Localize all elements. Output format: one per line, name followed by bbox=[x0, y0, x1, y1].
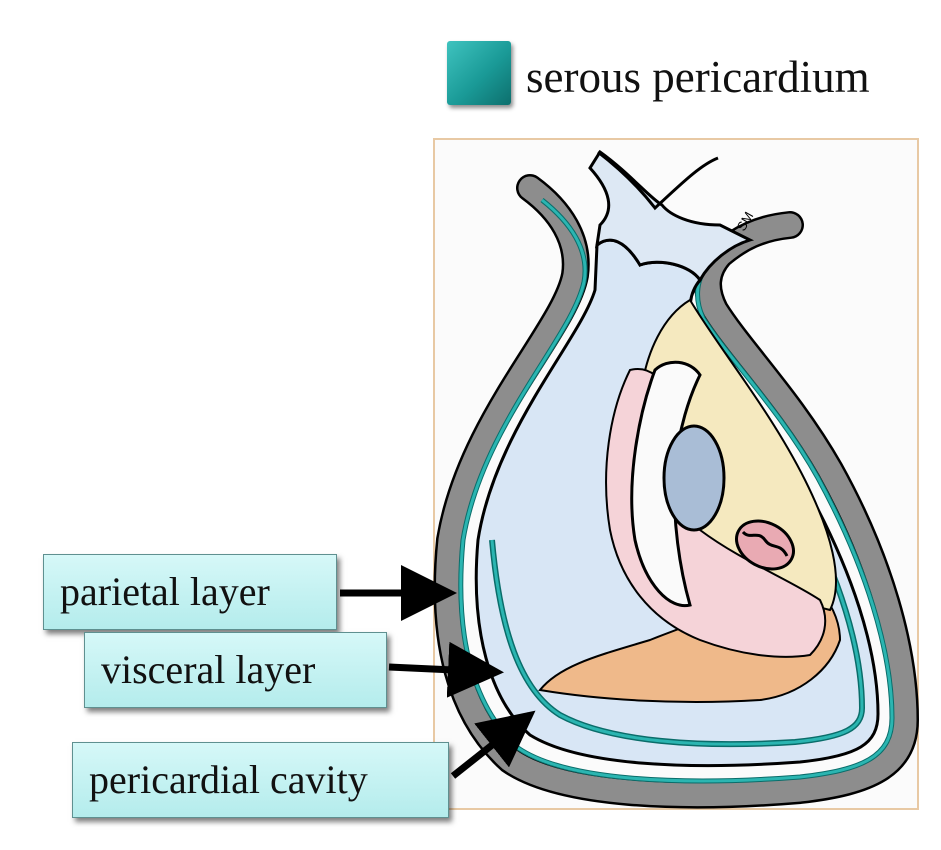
heart-interior bbox=[474, 149, 880, 768]
great-vessels bbox=[588, 149, 755, 283]
label-visceral-layer: visceral layer bbox=[84, 632, 387, 708]
legend-label: serous pericardium bbox=[526, 52, 870, 102]
pericardial-sac bbox=[433, 174, 920, 809]
coronary-vein bbox=[662, 424, 726, 532]
arrow-cavity bbox=[450, 710, 536, 779]
label-parietal-layer: parietal layer bbox=[43, 554, 337, 630]
coronary-artery bbox=[735, 519, 795, 571]
label-pericardial-cavity: pericardial cavity bbox=[72, 742, 449, 818]
arrow-visceral bbox=[388, 641, 504, 698]
legend-swatch-icon bbox=[447, 41, 511, 105]
label-arrows bbox=[340, 565, 536, 779]
